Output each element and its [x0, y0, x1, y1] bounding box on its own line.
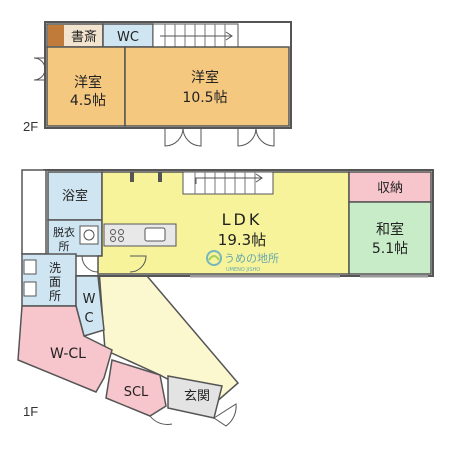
dressing-label-2: 所: [59, 240, 70, 253]
room-walk-in-closet: [17, 305, 113, 393]
room-japanese: [348, 201, 432, 275]
western-large-label-1: 洋室: [191, 69, 219, 86]
western-small-label-2: 4.5帖: [70, 93, 106, 109]
watermark-roman: UMENO JISHO: [226, 267, 260, 273]
room-shoe-closet: [105, 359, 167, 417]
entrance-door-arc: [149, 415, 173, 425]
sink-shape-2: [23, 281, 37, 297]
room-western-small: [46, 46, 126, 127]
wc-1f-label-1: W: [83, 292, 96, 307]
entrance-label: 玄関: [184, 389, 210, 404]
kitchen-counter: [103, 223, 177, 247]
ldk-label-1: LDK: [222, 210, 263, 229]
storage-label: 収納: [377, 181, 403, 196]
wc-1f-label-2: C: [84, 311, 93, 326]
washroom-label-3: 所: [49, 289, 61, 303]
walk-in-closet-label: W-CL: [50, 346, 86, 362]
door-1f-arcs: [81, 255, 147, 273]
study-desk-shape: [48, 25, 64, 46]
stairs-1f: [182, 171, 274, 195]
watermark-name: うめの地所: [224, 252, 279, 265]
washer-shape: [79, 225, 99, 245]
shoe-closet-label: SCL: [124, 385, 149, 400]
room-western-large: [124, 46, 290, 127]
wc-2f-label: WC: [117, 30, 139, 45]
sink-shape: [23, 259, 37, 275]
door-2f-bottom-right: [237, 127, 275, 147]
bath-label: 浴室: [62, 188, 88, 204]
door-2f-left: [33, 57, 46, 81]
watermark-circle-icon: [206, 250, 222, 266]
room-bath: [47, 171, 103, 221]
study-label: 書斎: [71, 29, 97, 45]
dressing-label-1: 脱衣: [53, 225, 75, 239]
ldk-label-2: 19.3帖: [218, 231, 266, 249]
washroom-label-2: 面: [49, 275, 61, 289]
room-storage: [348, 171, 432, 203]
japanese-label-2: 5.1帖: [372, 241, 408, 257]
western-large-label-2: 10.5帖: [182, 90, 227, 106]
floor-1f: 浴室 脱衣 所: [17, 169, 434, 427]
washroom-label-1: 洗: [49, 261, 61, 275]
entrance-door-arc-2: [213, 403, 237, 427]
stairs-2f: [152, 23, 239, 48]
floor-2f: 書斎 WC 洋室 4.5帖 洋室 10.5帖: [23, 21, 292, 147]
western-small-label-1: 洋室: [74, 74, 102, 91]
door-2f-bottom-left: [164, 127, 202, 147]
japanese-label-1: 和室: [376, 221, 404, 238]
room-wc-1f: [75, 275, 105, 337]
watermark-logo: うめの地所 UMENO JISHO: [206, 250, 279, 273]
floor-1f-label: 1F: [23, 404, 38, 419]
floor-2f-label: 2F: [23, 119, 38, 134]
